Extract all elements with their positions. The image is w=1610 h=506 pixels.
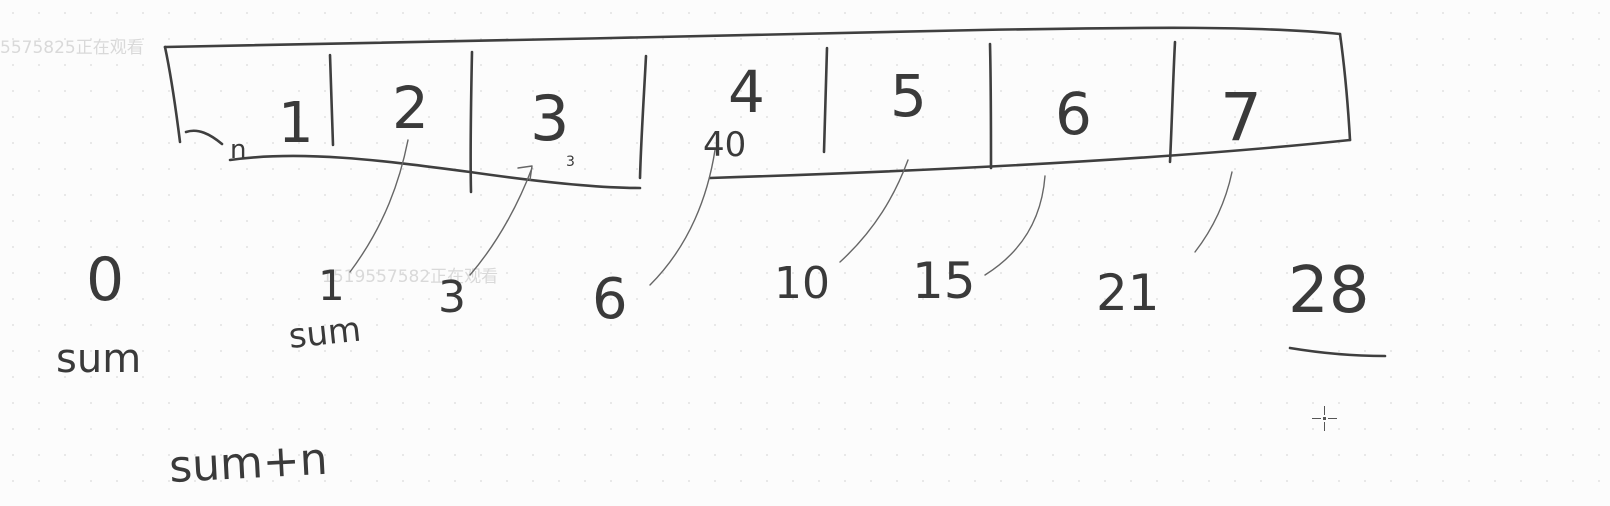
array-box-bottom-edge-right xyxy=(708,138,1352,180)
arrow-cell-5-to-sum-10 xyxy=(839,159,909,263)
scribble-mark-40: 40 xyxy=(703,125,746,165)
sum-label-1: sum xyxy=(287,310,363,357)
cell-divider-1 xyxy=(328,53,335,147)
prefix-sum-1: 1 xyxy=(318,261,345,310)
array-cell-4: 4 xyxy=(728,58,765,126)
prefix-sum-10: 10 xyxy=(774,258,830,309)
prefix-sum-21: 21 xyxy=(1096,264,1160,322)
cell-divider-2 xyxy=(469,50,474,194)
array-cell-7: 7 xyxy=(1220,79,1262,156)
array-box-bottom-edge-left xyxy=(228,154,642,190)
cell-divider-3 xyxy=(638,54,648,180)
prefix-sum-3: 3 xyxy=(438,272,466,323)
n-underline-tick xyxy=(184,129,224,146)
array-cell-2: 2 xyxy=(392,74,429,142)
prefix-sum-0: 0 xyxy=(86,245,124,315)
prefix-sum-values: 0 1 3 6 10 15 21 28 xyxy=(86,245,1369,332)
watermark-middle: 1519557582正在观看 xyxy=(322,267,499,287)
cell-divider-4 xyxy=(822,46,829,154)
array-cell-1: 1 xyxy=(278,91,314,156)
array-box-right-edge xyxy=(1338,32,1352,142)
array-cell-3: 3 xyxy=(530,82,569,155)
scribble-mark-3: 3 xyxy=(566,154,575,170)
prefix-sum-6: 6 xyxy=(592,267,628,332)
sum-plus-n-label: sum+n xyxy=(168,434,329,493)
arrow-cell-7-to-sum-21 xyxy=(1194,171,1233,253)
array-cell-5: 5 xyxy=(890,62,927,130)
watermark-top-left: 5575825正在观看 xyxy=(0,38,144,58)
prefix-sum-28: 28 xyxy=(1288,254,1369,328)
arrow-cell-4-to-sum-6 xyxy=(649,149,716,286)
sum-label-0: sum xyxy=(56,336,141,382)
array-cell-6: 6 xyxy=(1055,80,1092,148)
array-box-top-edge xyxy=(163,26,1342,49)
index-label-n: n xyxy=(230,135,246,165)
cell-divider-6 xyxy=(1168,40,1177,164)
prefix-sum-15: 15 xyxy=(912,252,976,310)
array-labels: n 1 2 3 4 5 6 7 3 40 xyxy=(230,58,1262,170)
cell-divider-5 xyxy=(988,42,993,170)
answer-underline xyxy=(1288,346,1387,358)
arrow-cell-6-to-sum-15 xyxy=(984,175,1046,276)
array-box-left-edge xyxy=(163,45,182,144)
sum-labels: sum sum sum+n xyxy=(56,310,363,493)
arrow-cell-3-to-sum-3 xyxy=(469,165,533,276)
arrow-cell-2-to-sum-1 xyxy=(349,139,409,273)
crosshair-cursor-icon xyxy=(1312,406,1338,432)
